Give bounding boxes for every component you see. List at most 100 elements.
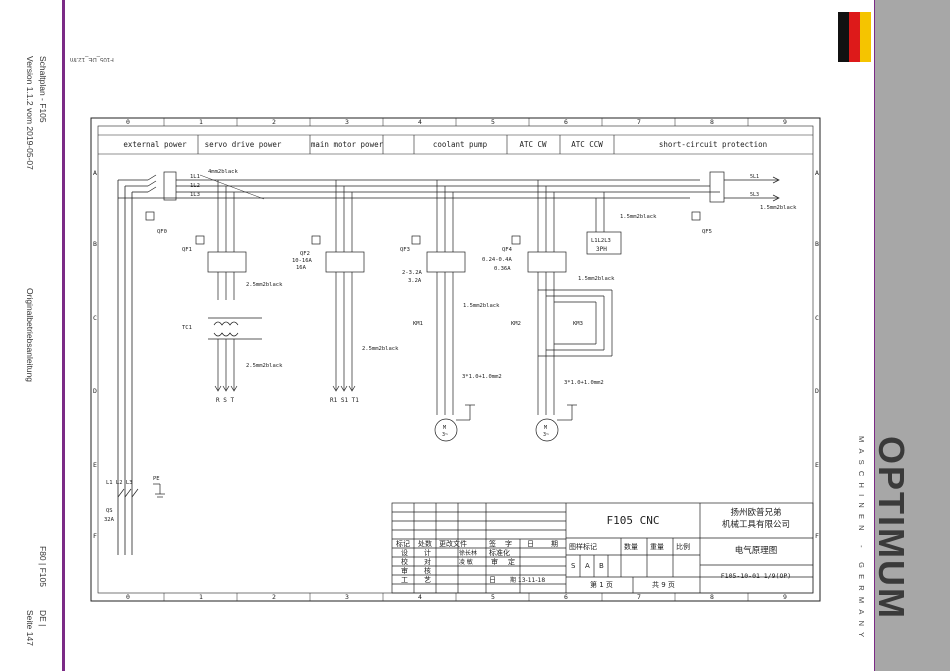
sc-output-5l3: 5L3 — [750, 192, 759, 198]
column-ruler-bottom — [163, 593, 749, 601]
company-line2: 机械工具有限公司 — [722, 519, 790, 530]
col-bottom-9: 9 — [783, 593, 787, 601]
phase-box-line1: L1L2L3 — [591, 238, 611, 244]
stage-mark-s: S — [571, 562, 576, 570]
label-km1: KM1 — [413, 321, 423, 327]
stage-header-marks: 图样标记 — [569, 542, 597, 551]
doc-name: 电气原理图 — [735, 545, 778, 556]
section-main-motor: main motor power — [311, 140, 384, 149]
label-qf1: QF1 — [182, 247, 192, 253]
row-design-b: 计 — [424, 548, 431, 557]
qf3-rating-b: 3.2A — [408, 278, 422, 284]
german-flag-icon — [838, 12, 871, 62]
label-mains: L1 L2 L3 — [106, 480, 133, 486]
col-bottom-6: 6 — [564, 593, 568, 601]
stage-mark-b: B — [599, 562, 604, 570]
bus-label-l2: 1L2 — [190, 183, 200, 189]
label-qs: QS — [106, 508, 113, 514]
stage-header-scale: 比例 — [676, 542, 690, 551]
col-bottom-8: 8 — [710, 593, 714, 601]
hdr-change: 更改文件 — [439, 539, 467, 548]
flag-stripe-red — [849, 12, 860, 62]
col-top-3: 3 — [345, 118, 349, 126]
qf3-rating-a: 2-3.2A — [402, 270, 423, 276]
label-km3: KM3 — [573, 321, 583, 327]
flag-stripe-black — [838, 12, 849, 62]
section-servo-drive: servo drive power — [205, 140, 282, 149]
sc-output-5l1: 5L1 — [750, 174, 759, 180]
coolant-motor-phase: 3~ — [442, 432, 448, 438]
col-top-2: 2 — [272, 118, 276, 126]
row-design-a: 设 — [401, 548, 408, 557]
col-bottom-5: 5 — [491, 593, 495, 601]
wire-15-phase: 1.5mm2black — [620, 214, 657, 220]
hdr-sign-1: 签 — [489, 539, 496, 548]
row-process-b: 艺 — [424, 576, 431, 584]
qf2-rating-b: 16A — [296, 265, 307, 271]
col-top-8: 8 — [710, 118, 714, 126]
section-short-circuit: short-circuit protection — [659, 140, 767, 149]
col-top-5: 5 — [491, 118, 495, 126]
row-review-b: 核 — [424, 566, 431, 575]
column-ruler-top — [163, 118, 749, 126]
row-design-name: 徐长林 — [459, 549, 477, 557]
drawing-title: F105 CNC — [607, 514, 660, 527]
qf2-rating-a: 10-16A — [292, 258, 313, 264]
wire-25-main: 2.5mm2black — [362, 346, 399, 352]
wire-3x13-atc: 3*1.0+1.0mm2 — [564, 380, 604, 386]
row-process-date-label: 日 — [489, 576, 496, 584]
left-page-rule — [62, 0, 65, 671]
row-left-c: C — [93, 314, 97, 322]
section-coolant-pump: coolant pump — [433, 140, 488, 149]
row-process-date: 期 13-11-18 — [510, 576, 545, 584]
row-check-b: 对 — [424, 557, 431, 566]
stage-mark-a: A — [585, 562, 590, 570]
section-atc-cw: ATC CW — [519, 140, 547, 149]
row-right-f: F — [815, 532, 819, 540]
sheet-current: 第 1 页 — [590, 580, 613, 589]
col-bottom-4: 4 — [418, 593, 422, 601]
wire-25-servo-out: 2.5mm2black — [246, 363, 283, 369]
col-top-1: 1 — [199, 118, 203, 126]
wire-15-short-circuit: 1.5mm2black — [760, 205, 797, 211]
col-bottom-1: 1 — [199, 593, 203, 601]
label-qf2: QF2 — [300, 251, 310, 257]
row-right-e: E — [815, 461, 819, 469]
wire-25-servo-in: 2.5mm2black — [246, 282, 283, 288]
section-atc-ccw: ATC CCW — [571, 140, 603, 149]
stage-header-qty: 数量 — [624, 542, 638, 551]
row-right-c: C — [815, 314, 819, 322]
phase-box-line2: 3PH — [596, 246, 607, 253]
label-pe: PE — [153, 476, 160, 482]
qs-rating: 32A — [104, 517, 115, 523]
qf4-rating-b: 0.36A — [494, 266, 511, 272]
section-external-power: external power — [123, 140, 187, 149]
qf4-rating-a: 0.24-0.4A — [482, 257, 512, 263]
row-left-e: E — [93, 461, 97, 469]
sheet-total: 共 9 页 — [652, 580, 675, 589]
row-left-d: D — [93, 387, 97, 395]
row-check-a: 校 — [401, 557, 408, 566]
col-top-7: 7 — [637, 118, 641, 126]
col-bottom-3: 3 — [345, 593, 349, 601]
stage-header-weight: 重量 — [650, 543, 664, 551]
wire-4mm: 4mm2black — [208, 169, 238, 175]
wire-15-coolant: 1.5mm2black — [463, 303, 500, 309]
hdr-date-2: 期 — [551, 540, 558, 548]
hdr-mark: 标记 — [396, 539, 410, 548]
row-right-b: B — [815, 240, 819, 248]
col-top-4: 4 — [418, 118, 422, 126]
col-top-9: 9 — [783, 118, 787, 126]
row-left-b: B — [93, 240, 97, 248]
col-top-0: 0 — [126, 118, 130, 126]
col-top-6: 6 — [564, 118, 568, 126]
servo-outputs: R S T — [216, 397, 234, 404]
company-line1: 扬州欧普兄弟 — [730, 507, 781, 518]
label-qf3: QF3 — [400, 247, 410, 253]
col-bottom-2: 2 — [272, 593, 276, 601]
bus-label-l1: 1L1 — [190, 174, 200, 180]
row-design-std: 标准化 — [489, 548, 510, 557]
brand-strip — [875, 0, 950, 671]
hdr-count: 处数 — [418, 539, 432, 548]
